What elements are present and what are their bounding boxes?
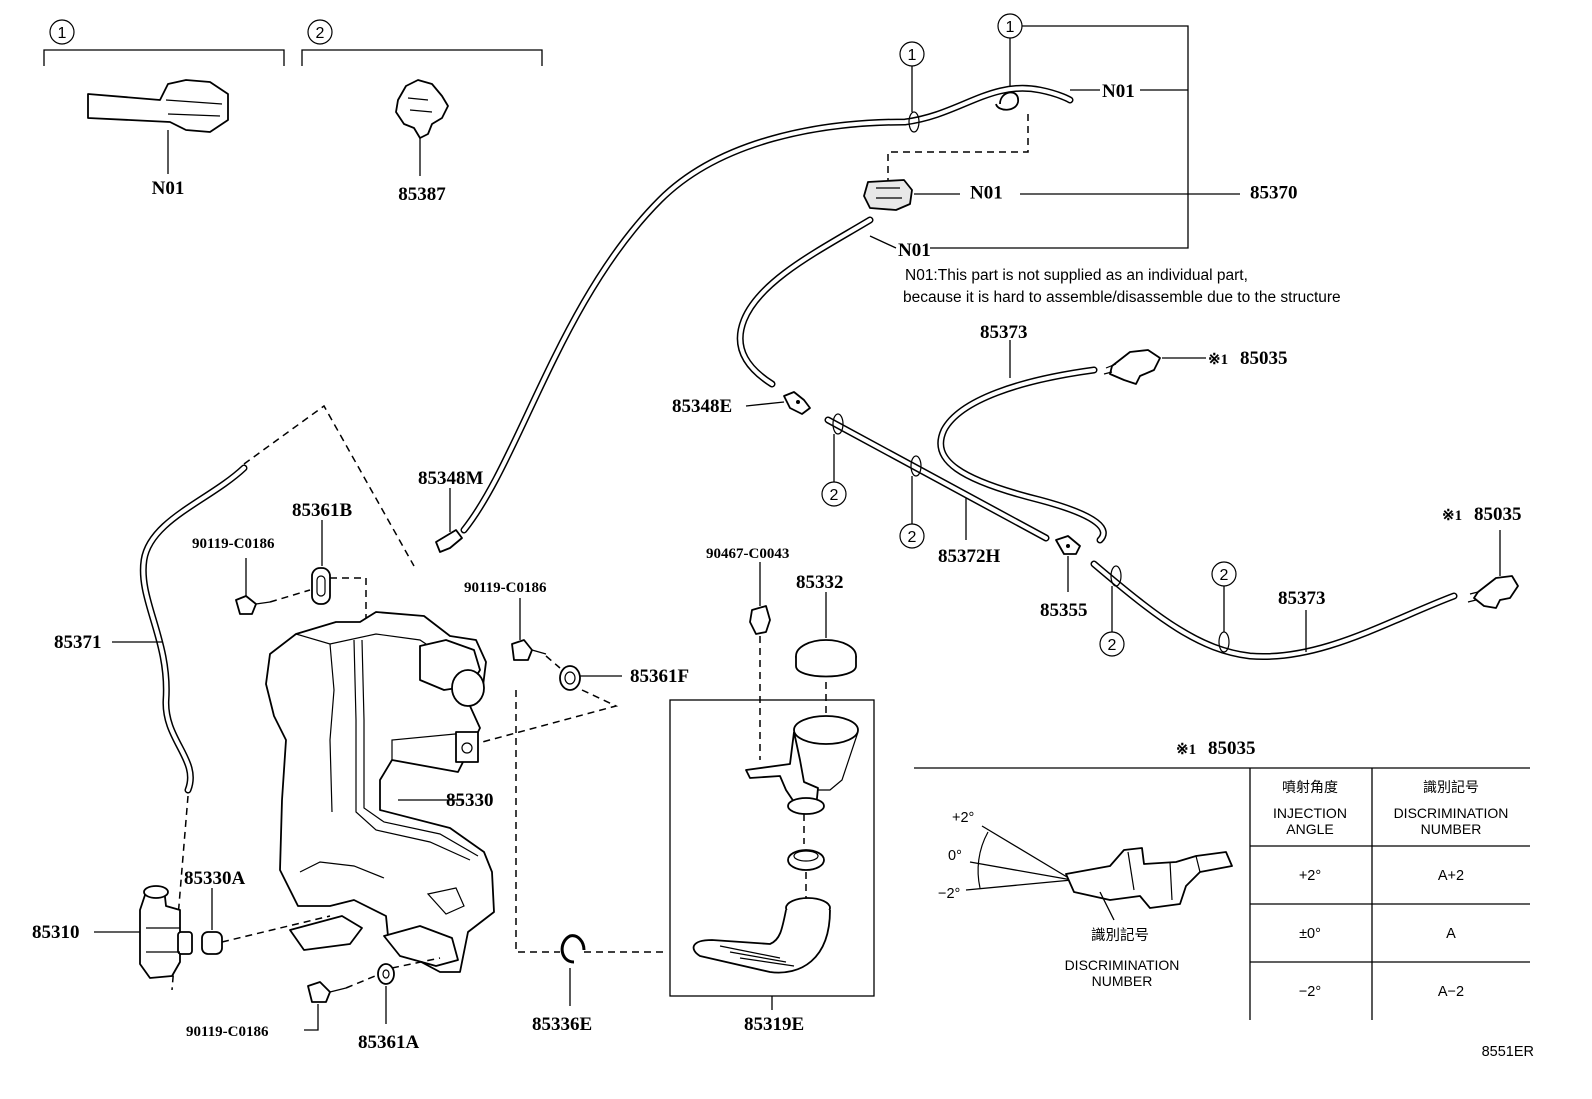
nozzle-label-jp: 識別記号 [1091, 927, 1149, 944]
filler-pipe[interactable] [692, 897, 831, 974]
connector-85348M[interactable] [435, 529, 463, 553]
hose-85348M[interactable] [460, 84, 1074, 534]
col2-en-1: DISCRIMINATION [1394, 805, 1509, 821]
nozzle-85035-detail[interactable] [1065, 847, 1233, 909]
label-n01-top: N01 [1102, 81, 1135, 102]
svg-text:※1: ※1 [1208, 352, 1228, 368]
filler-neck[interactable] [745, 715, 859, 815]
label-85371: 85371 [54, 632, 102, 653]
col1-en-2: ANGLE [1286, 821, 1333, 837]
grommet-85330A[interactable] [201, 931, 223, 955]
label-85372H: 85372H [938, 546, 1001, 567]
angle-plus: +2° [952, 810, 974, 826]
nozzle-85035-upper[interactable] [1103, 349, 1161, 385]
label-90119-middle: 90119-C0186 [464, 580, 547, 596]
joint-85355[interactable] [1055, 535, 1081, 555]
col2-en-2: NUMBER [1421, 821, 1482, 837]
circle-mark-1-label: 1 [58, 25, 67, 42]
filler-ring[interactable] [787, 849, 825, 871]
col1-en-1: INJECTION [1273, 805, 1347, 821]
label-90119-lower: 90119-C0186 [186, 1024, 269, 1040]
washer-85361A[interactable] [377, 963, 395, 985]
nozzle-cap-n01[interactable] [87, 79, 229, 133]
injection-angle-table: 噴射角度 INJECTION ANGLE 識別記号 DISCRIMINATION… [914, 767, 1530, 1020]
bolt-90119-upper[interactable] [235, 595, 271, 615]
label-85355: 85355 [1040, 600, 1088, 621]
label-85387: 85387 [398, 184, 446, 205]
hose-85371[interactable] [139, 464, 248, 794]
joint-n01[interactable] [863, 179, 913, 211]
svg-text:1: 1 [1006, 19, 1015, 36]
label-85361A: 85361A [358, 1032, 420, 1053]
circle-mark-2 [307, 19, 333, 45]
row-1-angle: +2° [1299, 868, 1321, 884]
svg-text:2: 2 [830, 487, 839, 504]
clip-90467[interactable] [749, 605, 771, 635]
label-85330A: 85330A [184, 868, 246, 889]
cap-85332[interactable] [795, 639, 857, 678]
label-85348M: 85348M [418, 468, 484, 489]
bolt-90119-middle[interactable] [511, 639, 547, 661]
circle-mark-1 [49, 19, 75, 45]
legend-1-group: 1 N01 [43, 19, 285, 199]
label-85361F: 85361F [630, 666, 689, 687]
washer-85361F[interactable] [559, 665, 581, 691]
svg-text:2: 2 [1108, 637, 1117, 654]
table-title-85035: 85035 [1208, 738, 1256, 759]
label-n01-legend: N01 [152, 178, 185, 199]
label-85319E: 85319E [744, 1014, 804, 1035]
row-1-code: A+2 [1438, 868, 1464, 884]
label-85035-lower: 85035 [1474, 504, 1522, 525]
angle-minus: −2° [938, 886, 960, 902]
note-line-1: N01:This part is not supplied as an indi… [905, 267, 1248, 284]
label-90467: 90467-C0043 [706, 546, 789, 562]
nozzle-label-en-1: DISCRIMINATION [1065, 957, 1180, 973]
row-2-code: A [1446, 926, 1456, 942]
connector-85348E[interactable] [783, 391, 811, 415]
svg-text:※1: ※1 [1176, 742, 1196, 758]
svg-text:1: 1 [908, 47, 917, 64]
hose-clamp-85387[interactable] [395, 79, 449, 139]
angle-zero: 0° [948, 848, 962, 864]
label-85361B: 85361B [292, 500, 353, 521]
label-85336E: 85336E [532, 1014, 592, 1035]
label-85370: 85370 [1250, 182, 1298, 203]
note-line-2: because it is hard to assemble/disassemb… [903, 289, 1341, 306]
grommet-85361B[interactable] [311, 567, 331, 605]
hose-85373-upper[interactable] [937, 366, 1107, 544]
svg-text:※1: ※1 [1442, 508, 1462, 524]
label-85035-upper: 85035 [1240, 348, 1288, 369]
row-2-angle: ±0° [1299, 926, 1321, 942]
label-85330: 85330 [446, 790, 494, 811]
svg-text:2: 2 [1220, 567, 1229, 584]
bolt-90119-lower[interactable] [307, 981, 347, 1003]
row-3-code: A−2 [1438, 984, 1464, 1000]
label-85332: 85332 [796, 572, 844, 593]
hose-n01-lower[interactable] [736, 216, 874, 388]
washer-pump-85310[interactable] [139, 885, 193, 979]
label-90119-upper: 90119-C0186 [192, 536, 275, 552]
legend-2-group: 2 85387 [301, 19, 543, 205]
circle-mark-2-label: 2 [316, 25, 325, 42]
nozzle-label-en-2: NUMBER [1092, 973, 1153, 989]
svg-text:2: 2 [908, 529, 917, 546]
label-n01-joint: N01 [970, 182, 1003, 203]
diagram-id: 8551ER [1482, 1044, 1534, 1060]
nozzle-angle-illustration: +2° 0° −2° 識別記号 DISCRIMINATION NUMBER [938, 810, 1233, 989]
label-n01-lower: N01 [898, 240, 931, 261]
washer-tank-85330[interactable] [265, 611, 495, 973]
o-ring-85336E[interactable] [560, 934, 586, 964]
label-85310: 85310 [32, 922, 80, 943]
row-3-angle: −2° [1299, 984, 1321, 1000]
col1-jp: 噴射角度 [1282, 779, 1338, 795]
hose-85373-lower[interactable] [1090, 560, 1458, 661]
label-85373-upper: 85373 [980, 322, 1028, 343]
col2-jp: 識別記号 [1423, 779, 1479, 795]
label-85373-lower: 85373 [1278, 588, 1326, 609]
nozzle-85035-lower[interactable] [1467, 575, 1519, 609]
label-85348E: 85348E [672, 396, 732, 417]
hose-85372H[interactable] [824, 413, 1050, 542]
